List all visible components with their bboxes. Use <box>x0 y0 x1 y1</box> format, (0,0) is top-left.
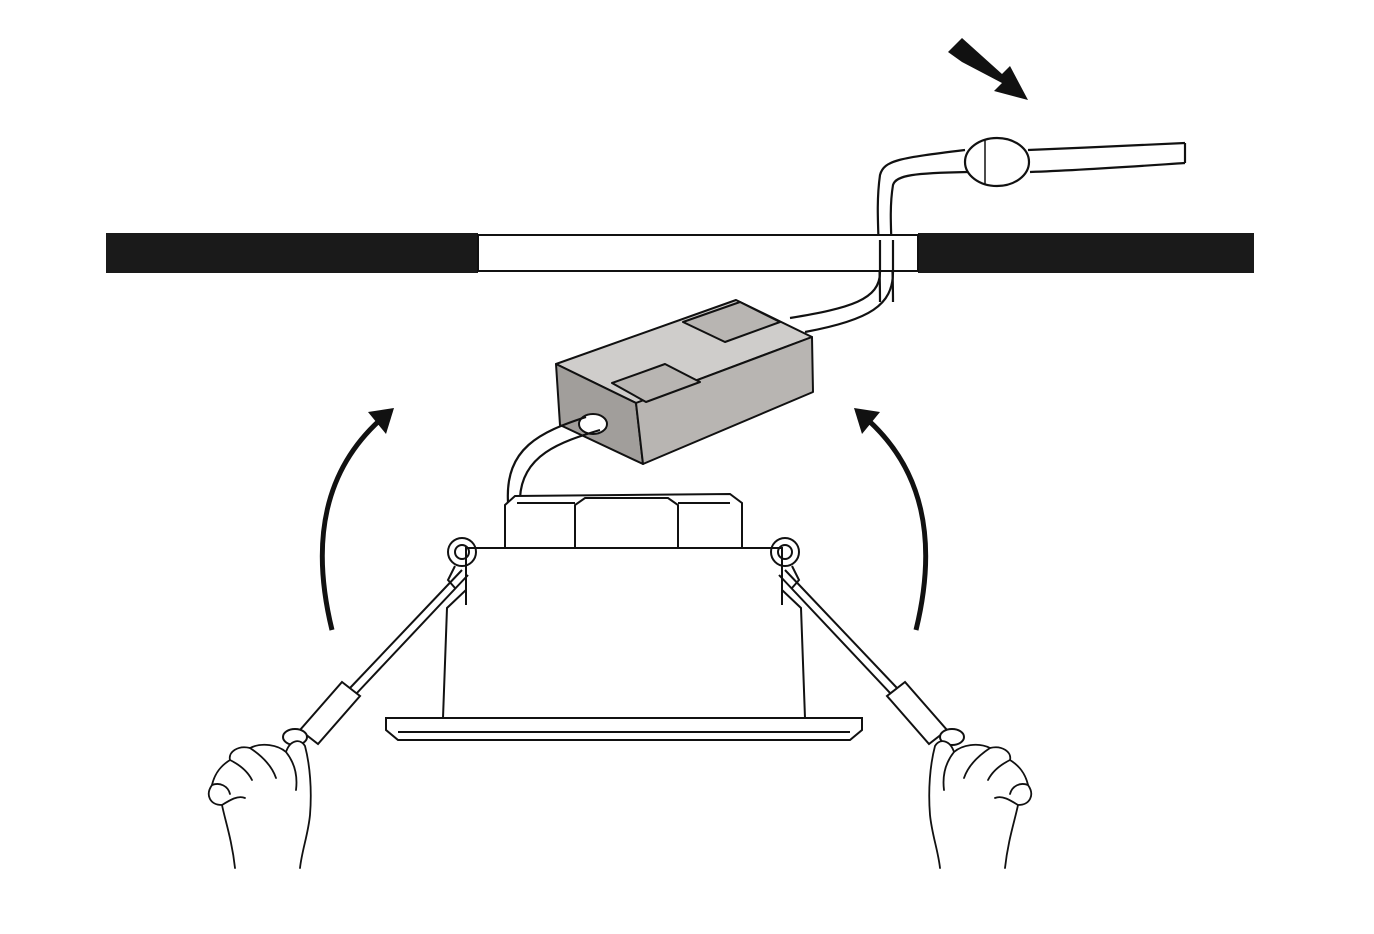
hand-icon <box>928 740 1032 869</box>
driver-side-face <box>635 336 814 465</box>
spring-clip-right <box>770 537 801 589</box>
driver-cable-gland <box>578 413 608 435</box>
driver-label-2 <box>611 363 701 403</box>
fixture-body <box>441 547 807 719</box>
spring-arm-right <box>778 569 965 746</box>
driver-input-cable <box>789 271 895 334</box>
fixture-trim <box>385 717 863 741</box>
ceiling-panel <box>106 233 1254 273</box>
led-driver-box <box>555 299 814 465</box>
curved-arrow-up-icon <box>319 408 394 631</box>
arrow-down-right-icon <box>948 38 1028 100</box>
ceiling-opening <box>477 234 919 272</box>
supply-cable <box>876 141 1187 303</box>
curved-arrow-up-icon <box>854 408 929 631</box>
driver-output-cable <box>506 415 601 503</box>
hand-icon <box>208 740 312 869</box>
supply-cable-front <box>878 240 895 272</box>
cable-connector <box>963 136 1031 188</box>
spring-clip-left <box>446 537 477 589</box>
driver-label-1 <box>682 301 781 343</box>
downlight-fixture <box>385 492 863 741</box>
